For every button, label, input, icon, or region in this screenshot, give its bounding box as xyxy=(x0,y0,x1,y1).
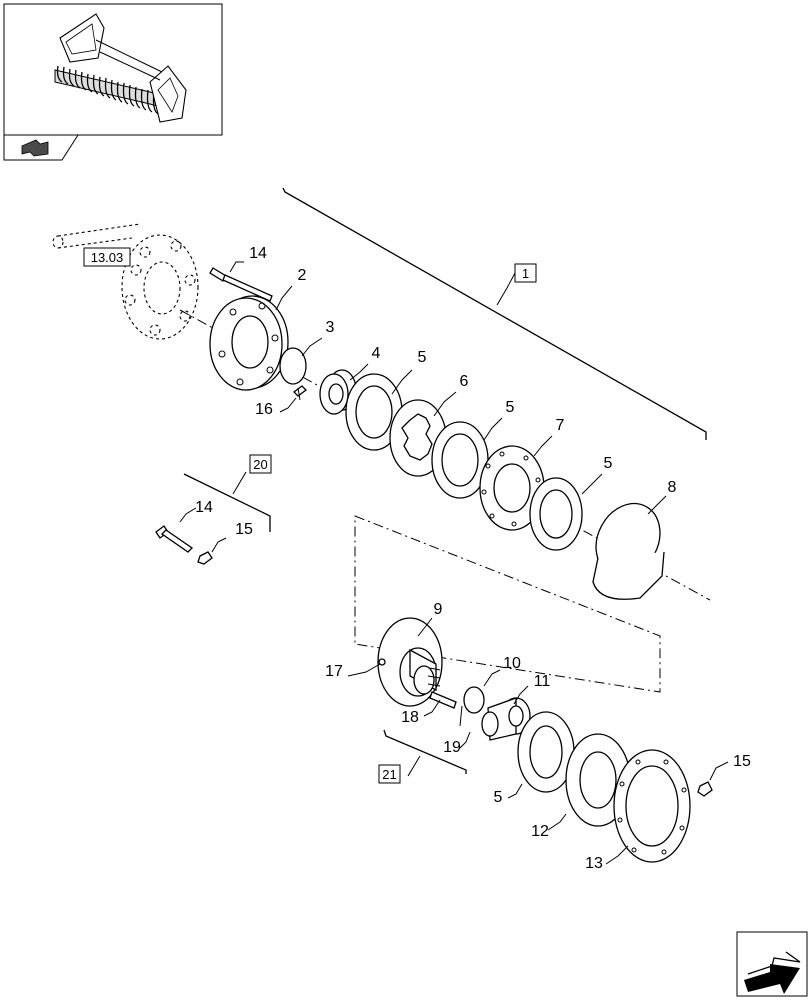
kit-21-group: 21 xyxy=(378,729,467,784)
assembly-1-bracket: 1 xyxy=(282,187,707,440)
leader-lines xyxy=(179,261,729,865)
part-17-pin[interactable] xyxy=(378,658,386,666)
callout-19: 19 xyxy=(443,739,461,756)
ref-box-13-03[interactable] xyxy=(83,247,131,267)
subassembly-frame xyxy=(354,515,661,693)
part-11-bushing[interactable] xyxy=(481,697,531,741)
part-8-ring[interactable] xyxy=(584,492,673,602)
callout-5b: 5 xyxy=(506,399,515,416)
arrow-back-icon[interactable] xyxy=(21,139,49,157)
callout-14-top: 14 xyxy=(249,245,267,262)
callout-17: 17 xyxy=(325,663,343,680)
callout-15-right: 15 xyxy=(733,753,751,770)
kit-20-group: 20 xyxy=(183,454,272,532)
callout-18: 18 xyxy=(401,709,419,726)
callout-10: 10 xyxy=(503,655,521,672)
callout-6: 6 xyxy=(460,373,469,390)
callout-8: 8 xyxy=(668,479,677,496)
part-18-shaft[interactable] xyxy=(429,691,457,709)
part-13-ring[interactable] xyxy=(613,749,691,863)
part-15-nut-right[interactable] xyxy=(697,781,713,797)
shaft-reference: 13.03 xyxy=(52,223,199,340)
callout-11: 11 xyxy=(534,673,551,690)
ref-label-13-03: 13.03 xyxy=(91,250,124,265)
callout-5d: 5 xyxy=(494,789,503,806)
callout-15-kit: 15 xyxy=(235,521,253,538)
part-14-bolt[interactable] xyxy=(209,267,273,302)
part-16-bolt[interactable] xyxy=(293,385,307,401)
ref-label-20: 20 xyxy=(253,457,267,472)
callout-9: 9 xyxy=(434,601,443,618)
part-9-flange-hub[interactable] xyxy=(377,617,443,707)
callout-12: 12 xyxy=(531,823,549,840)
baler-pickup-thumbnail xyxy=(54,13,187,123)
part-15-nut-kit[interactable] xyxy=(197,551,213,565)
part-5-disc-c[interactable] xyxy=(529,477,583,551)
thumbnail-panel[interactable] xyxy=(3,3,223,161)
arrow-next-icon xyxy=(744,951,801,994)
callout-14-kit: 14 xyxy=(195,499,213,516)
part-14-bolt-kit[interactable] xyxy=(155,525,194,553)
part-2-flange[interactable] xyxy=(209,295,289,391)
part-19-pin[interactable] xyxy=(459,705,463,727)
ref-label-1: 1 xyxy=(522,266,529,281)
callout-5a: 5 xyxy=(418,349,427,366)
callout-5c: 5 xyxy=(604,455,613,472)
part-5-disc-b[interactable] xyxy=(431,421,489,499)
callout-16: 16 xyxy=(255,401,273,418)
callout-labels: 14 2 3 4 5 6 5 7 5 8 16 14 15 9 17 10 11… xyxy=(195,245,751,872)
ref-box-20[interactable] xyxy=(249,454,272,474)
part-5-disc-d[interactable] xyxy=(517,711,575,793)
callout-3: 3 xyxy=(326,319,335,336)
callout-2: 2 xyxy=(298,267,307,284)
ref-box-21[interactable] xyxy=(378,764,401,784)
callout-4: 4 xyxy=(372,345,381,362)
callout-13: 13 xyxy=(585,855,603,872)
part-7-plate[interactable] xyxy=(479,445,545,531)
ref-label-21: 21 xyxy=(382,767,396,782)
callout-7: 7 xyxy=(556,417,565,434)
part-10-circlip[interactable] xyxy=(463,686,485,714)
part-3-disc[interactable] xyxy=(279,347,307,385)
next-page-button[interactable] xyxy=(736,931,808,997)
